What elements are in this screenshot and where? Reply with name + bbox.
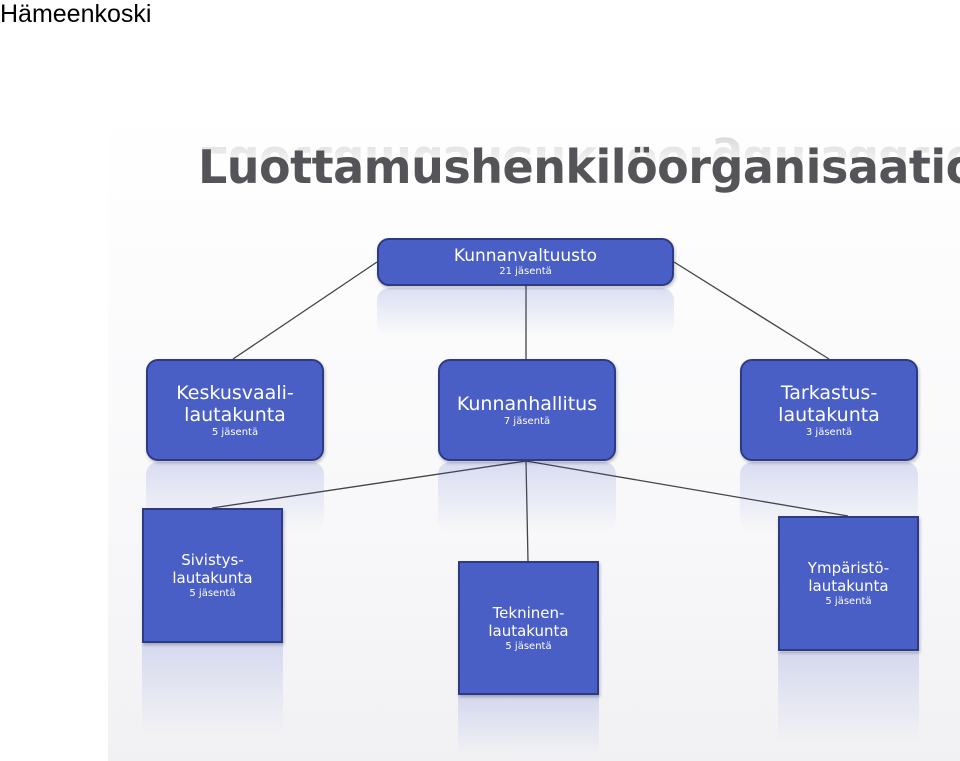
node-council-name: Kunnanvaltuusto [453,245,598,266]
technical-reflection [458,695,599,755]
node-education-name-line2: lautakunta [172,569,253,587]
node-board: Kunnanhallitus 7 jäsentä [438,359,616,461]
node-education-members: 5 jäsentä [189,588,236,599]
node-council: Kunnanvaltuusto 21 jäsentä [377,238,674,286]
node-environment: Ympäristö- lautakunta 5 jäsentä [778,516,919,651]
connector-board-education [211,460,527,509]
connector-council-election [232,261,378,360]
node-education: Sivistys- lautakunta 5 jäsentä [142,508,283,643]
node-environment-name-line2: lautakunta [808,577,889,595]
diagram-title: Luottamushenkilöorganisaatio [198,140,960,194]
connector-council-audit [673,261,830,360]
node-board-members: 7 jäsentä [503,415,551,427]
node-election-name-line1: Keskusvaali- [176,381,294,404]
node-environment-name-line1: Ympäristö- [807,559,890,577]
node-technical-name-line1: Tekninen- [492,603,565,622]
node-council-members: 21 jäsentä [499,265,552,277]
connector-board-technical [525,460,529,562]
board-reflection [438,462,616,532]
node-election: Keskusvaali- lautakunta 5 jäsentä [146,359,324,461]
node-audit-members: 3 jäsentä [805,426,853,438]
node-board-name: Kunnanhallitus [456,392,598,415]
education-reflection [142,643,283,733]
node-technical-members: 5 jäsentä [505,640,552,652]
node-audit-name-line2: lautakunta [778,403,880,426]
node-technical-name-line2: lautakunta [488,621,569,640]
node-audit: Tarkastus- lautakunta 3 jäsentä [740,359,918,461]
node-audit-name-line1: Tarkastus- [780,381,878,404]
node-technical: Tekninen- lautakunta 5 jäsentä [458,561,599,695]
council-reflection [377,288,674,336]
page-title: Hämeenkoski [0,0,152,28]
node-election-name-line2: lautakunta [184,403,286,426]
environment-reflection [778,652,919,742]
node-election-members: 5 jäsentä [211,426,259,438]
connector-board-environment [525,460,849,517]
node-education-name-line1: Sivistys- [181,551,244,569]
node-environment-members: 5 jäsentä [825,596,872,607]
